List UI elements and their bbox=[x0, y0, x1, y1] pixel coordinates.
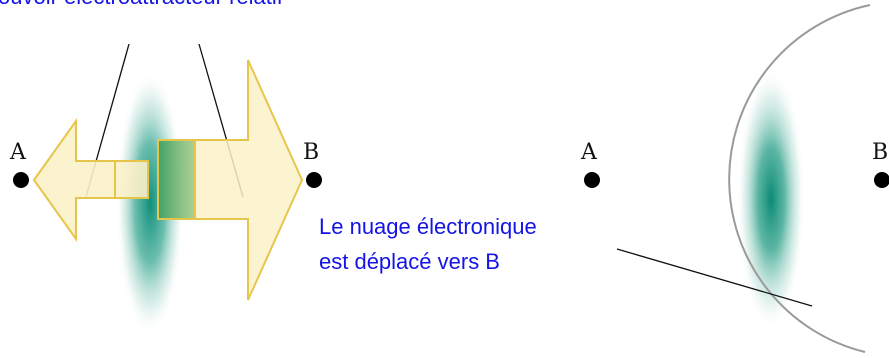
left-panel: A B bbox=[9, 43, 322, 336]
atom-b-dot-left bbox=[306, 172, 322, 188]
atom-a-dot-right bbox=[584, 172, 600, 188]
atom-a-label-right: A bbox=[580, 140, 598, 165]
atom-b-label-right: B bbox=[872, 140, 888, 165]
atom-b-label-left: B bbox=[303, 140, 319, 165]
caption-electronegativity: ouvoir électroattracteur relatif bbox=[0, 0, 283, 8]
electron-cloud-left bbox=[116, 70, 184, 336]
arrow-toward-a bbox=[32, 117, 149, 243]
atom-b-dot-right bbox=[874, 172, 889, 188]
atom-a-label-left: A bbox=[9, 140, 27, 165]
caption-cloud-line2: est déplacé vers B bbox=[319, 249, 500, 274]
right-panel: A B bbox=[580, 4, 889, 353]
leader-line-cloud bbox=[616, 248, 813, 307]
caption-cloud-line1: Le nuage électronique bbox=[319, 214, 537, 239]
atom-b-radius-arc bbox=[728, 4, 871, 353]
atom-a-dot-left bbox=[13, 172, 29, 188]
electron-cloud-right bbox=[737, 69, 805, 329]
